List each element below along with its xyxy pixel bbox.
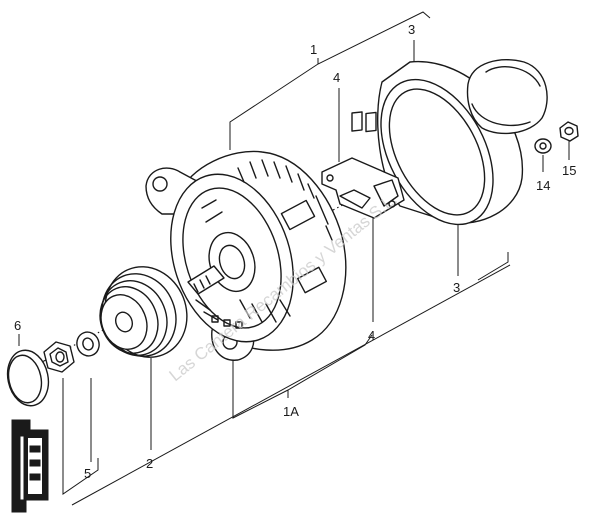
logo-stamp (11, 419, 49, 513)
pulley-part-2 (99, 266, 188, 358)
callout-1: 1 (310, 42, 317, 57)
nut-part-15 (559, 121, 579, 142)
callout-4-top: 4 (333, 70, 340, 85)
callout-14: 14 (536, 178, 550, 193)
washer-part-14 (534, 138, 552, 154)
voltage-regulator-part-4 (321, 111, 405, 219)
callout-2: 2 (146, 456, 153, 471)
alternator-body-part-1 (145, 150, 347, 361)
callout-labels: 1 3 4 14 15 3 4 1A 6 2 5 (14, 22, 576, 481)
callout-6: 6 (14, 318, 21, 333)
callout-1a: 1A (283, 404, 299, 419)
leader-lines (18, 11, 570, 506)
pulley-cap-part-6 (6, 349, 50, 407)
callout-3-top: 3 (408, 22, 415, 37)
rear-cover-part-3 (377, 59, 548, 226)
callout-3-right: 3 (453, 280, 460, 295)
spring-washer (76, 331, 100, 357)
callout-4-lower: 4 (368, 328, 375, 343)
pulley-nut (43, 341, 75, 373)
callout-5: 5 (84, 466, 91, 481)
callout-15: 15 (562, 163, 576, 178)
